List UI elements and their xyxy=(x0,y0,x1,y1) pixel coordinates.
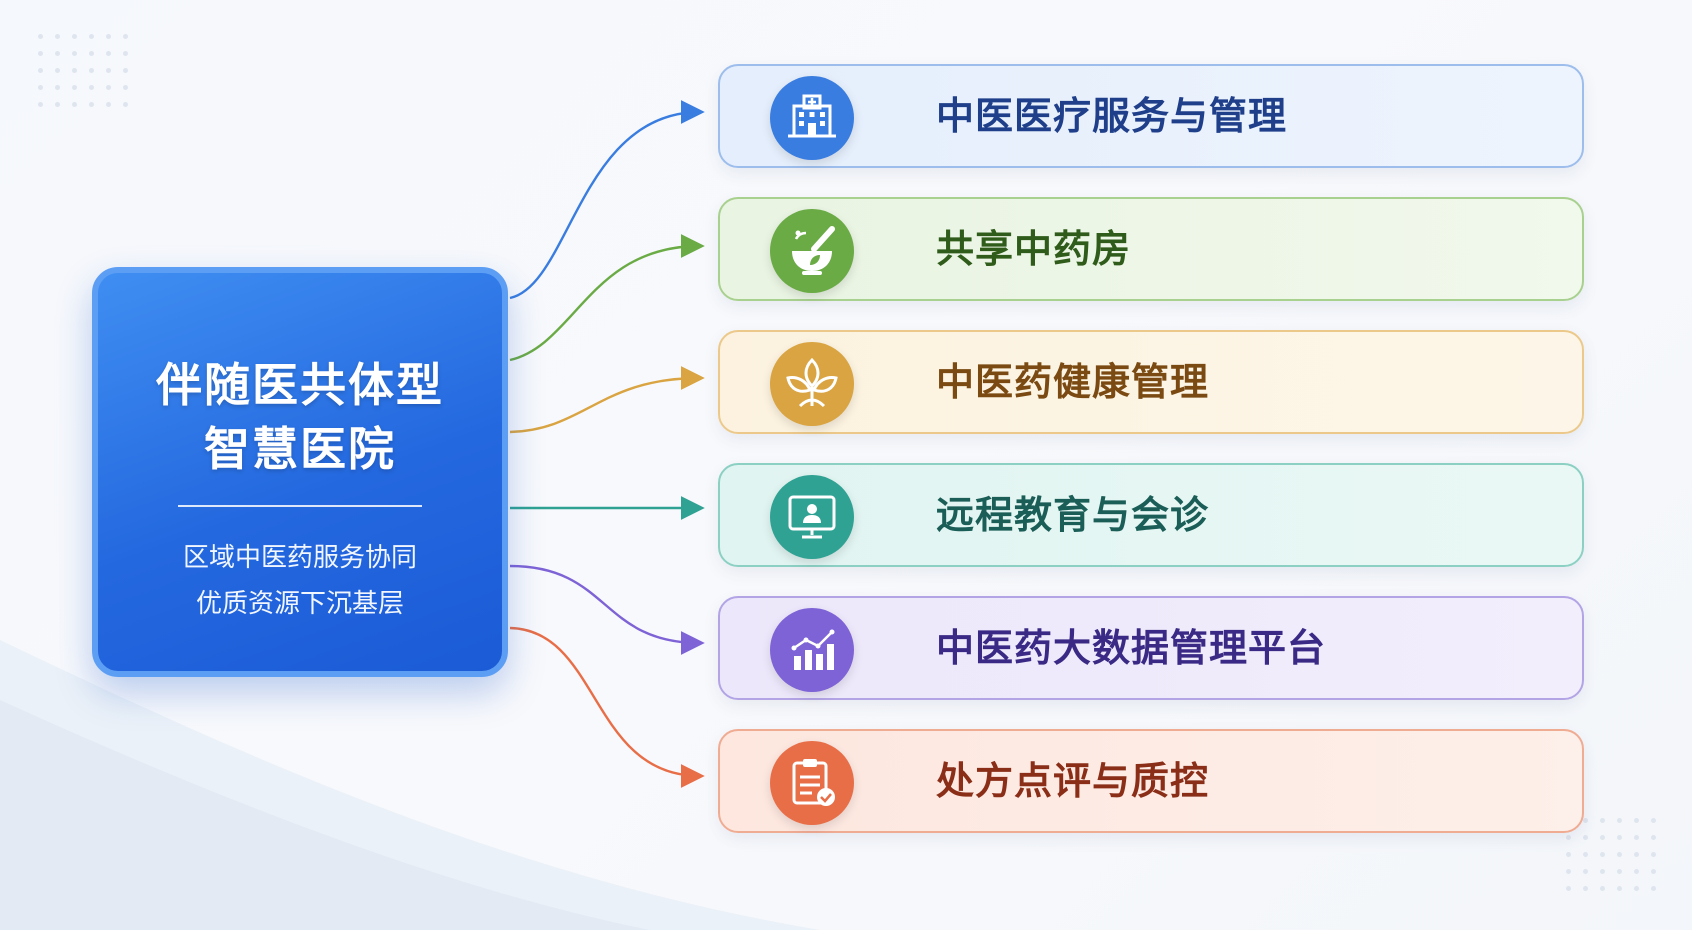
hub-subtitle: 区域中医药服务协同 优质资源下沉基层 xyxy=(98,535,502,627)
hub-title: 伴随医共体型 智慧医院 xyxy=(98,353,502,481)
module-label: 远程教育与会诊 xyxy=(936,493,1210,537)
module-label: 中医药大数据管理平台 xyxy=(936,626,1327,670)
module-card-shared-pharmacy: 共享中药房 xyxy=(718,197,1584,301)
module-card-prescription-review: 处方点评与质控 xyxy=(718,729,1584,833)
module-card-big-data-platform: 中医药大数据管理平台 xyxy=(718,596,1584,700)
hospital-icon xyxy=(770,76,854,160)
module-label: 共享中药房 xyxy=(936,227,1132,271)
bar-chart-icon xyxy=(770,608,854,692)
hub-subtitle-line-2: 优质资源下沉基层 xyxy=(195,589,404,619)
module-card-remote-education: 远程教育与会诊 xyxy=(718,463,1584,567)
decorative-dots-top-left xyxy=(38,34,128,107)
module-label: 处方点评与质控 xyxy=(936,759,1210,803)
mortar-pestle-icon xyxy=(770,209,854,293)
central-hub: 伴随医共体型 智慧医院 区域中医药服务协同 优质资源下沉基层 xyxy=(92,267,508,677)
decorative-dots-bottom-right xyxy=(1566,818,1656,891)
hub-title-line-1: 伴随医共体型 xyxy=(156,358,444,412)
hub-title-line-2: 智慧医院 xyxy=(204,422,396,476)
hub-divider xyxy=(178,505,422,507)
clipboard-check-icon xyxy=(770,741,854,825)
module-card-tcm-medical-service: 中医医疗服务与管理 xyxy=(718,64,1584,168)
module-label: 中医医疗服务与管理 xyxy=(936,94,1288,138)
leaf-icon xyxy=(770,342,854,426)
telemedicine-icon xyxy=(770,475,854,559)
hub-subtitle-line-1: 区域中医药服务协同 xyxy=(182,543,417,573)
module-label: 中医药健康管理 xyxy=(936,360,1210,404)
module-card-health-management: 中医药健康管理 xyxy=(718,330,1584,434)
